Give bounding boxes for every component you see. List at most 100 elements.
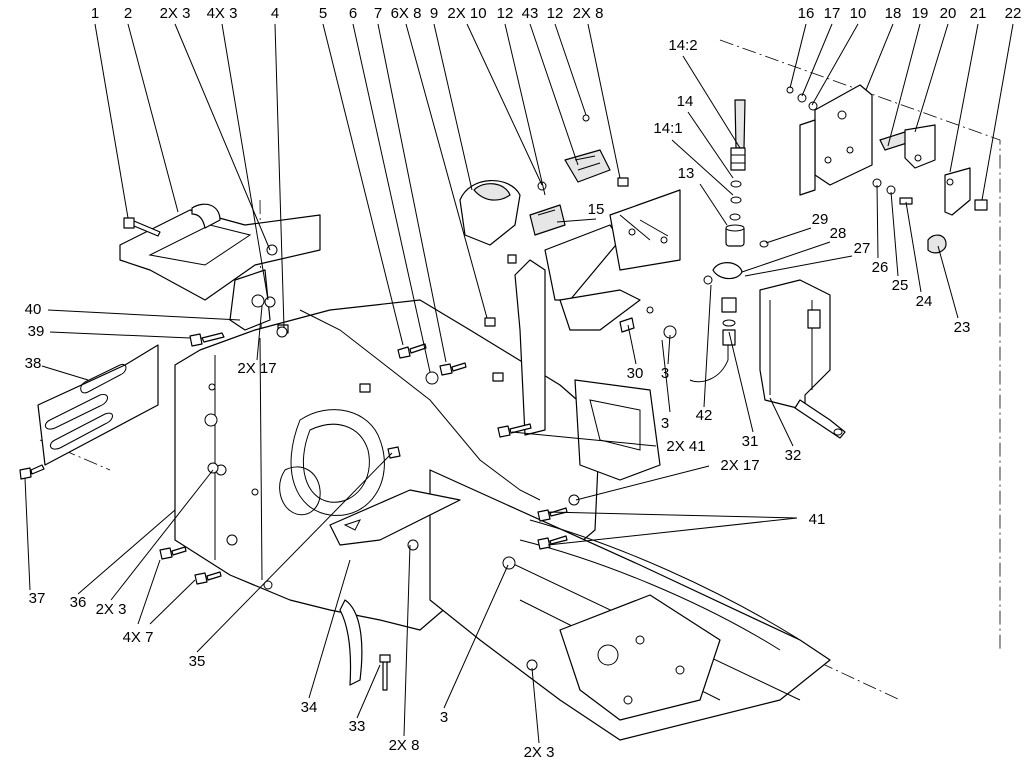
leader-line bbox=[744, 255, 853, 277]
callout-11: 2X 10 bbox=[447, 5, 486, 22]
leader-line bbox=[575, 465, 710, 501]
callout-44: 31 bbox=[742, 433, 759, 450]
callout-19: 13 bbox=[678, 165, 695, 182]
side-panel-32 bbox=[759, 279, 846, 439]
callout-47: 2X 17 bbox=[720, 457, 759, 474]
leader-line bbox=[547, 517, 798, 546]
leader-line bbox=[256, 305, 263, 361]
leader-line bbox=[769, 397, 794, 447]
leader-line bbox=[77, 509, 176, 595]
callout-6: 5 bbox=[319, 5, 327, 22]
callout-15: 2X 8 bbox=[573, 5, 604, 22]
callout-10: 9 bbox=[430, 5, 438, 22]
callout-56: 2X 8 bbox=[389, 737, 420, 754]
leader-line bbox=[682, 55, 741, 149]
callout-20: 15 bbox=[588, 201, 605, 218]
callout-18: 14:1 bbox=[653, 120, 682, 137]
callout-5: 4 bbox=[271, 5, 279, 22]
switch-15 bbox=[529, 204, 566, 236]
leader-line bbox=[110, 469, 214, 601]
callout-24: 18 bbox=[885, 5, 902, 22]
pedal-assembly bbox=[459, 180, 681, 481]
leader-line bbox=[221, 23, 269, 301]
leader-line bbox=[511, 431, 657, 447]
callout-17: 14 bbox=[677, 93, 694, 110]
callout-38: 2X 17 bbox=[237, 360, 276, 377]
callout-28: 22 bbox=[1005, 5, 1022, 22]
cover-plate bbox=[329, 489, 461, 546]
callout-37: 39 bbox=[28, 323, 45, 340]
leader-line bbox=[703, 284, 712, 408]
callout-8: 7 bbox=[374, 5, 382, 22]
leader-line bbox=[587, 23, 621, 179]
side-panel-38 bbox=[37, 344, 159, 466]
callout-29: 29 bbox=[812, 211, 829, 228]
leader-line bbox=[403, 544, 411, 737]
nuts-and-washers bbox=[207, 114, 677, 671]
callout-36: 40 bbox=[25, 301, 42, 318]
callout-52: 4X 7 bbox=[123, 629, 154, 646]
callout-54: 34 bbox=[301, 699, 318, 716]
leader-line bbox=[322, 23, 404, 346]
leader-line bbox=[554, 23, 587, 116]
hydraulic-cylinder bbox=[689, 99, 769, 383]
leader-line bbox=[741, 241, 831, 273]
leader-line bbox=[94, 23, 129, 219]
callout-21: 16 bbox=[798, 5, 815, 22]
leader-line bbox=[41, 365, 89, 381]
callout-40: 30 bbox=[627, 365, 644, 382]
callout-27: 21 bbox=[970, 5, 987, 22]
leader-line bbox=[529, 23, 579, 166]
callout-25: 19 bbox=[912, 5, 929, 22]
leader-line bbox=[905, 201, 922, 293]
callout-22: 17 bbox=[824, 5, 841, 22]
leader-line bbox=[196, 452, 393, 653]
callout-42: 3 bbox=[661, 415, 669, 432]
switch-43 bbox=[564, 149, 611, 183]
leader-line bbox=[556, 218, 597, 223]
leader-line bbox=[531, 667, 540, 744]
callout-58: 2X 3 bbox=[524, 744, 555, 761]
leader-line bbox=[356, 664, 381, 719]
callout-50: 36 bbox=[70, 594, 87, 611]
callout-45: 32 bbox=[785, 447, 802, 464]
leader-line bbox=[547, 511, 798, 519]
callout-13: 43 bbox=[522, 5, 539, 22]
callout-46: 2X 41 bbox=[666, 438, 705, 455]
leader-line bbox=[174, 23, 271, 251]
callout-32: 26 bbox=[872, 259, 889, 276]
leader-line bbox=[466, 23, 543, 186]
leader-line bbox=[811, 23, 859, 106]
callout-31: 27 bbox=[854, 240, 871, 257]
leader-line bbox=[937, 245, 959, 319]
right-mount-plate bbox=[786, 84, 988, 254]
callout-57: 3 bbox=[440, 709, 448, 726]
leader-line bbox=[876, 184, 879, 259]
callout-33: 25 bbox=[892, 277, 909, 294]
leader-line bbox=[687, 111, 734, 179]
bolts bbox=[19, 217, 635, 691]
callout-30: 28 bbox=[830, 225, 847, 242]
leader-line bbox=[47, 309, 241, 321]
leader-lines bbox=[24, 23, 1014, 744]
callout-3: 2X 3 bbox=[160, 5, 191, 22]
callout-35: 23 bbox=[954, 319, 971, 336]
leader-line bbox=[377, 23, 447, 363]
callout-43: 42 bbox=[696, 407, 713, 424]
leader-line bbox=[789, 23, 807, 89]
leader-line bbox=[667, 334, 671, 365]
leader-line bbox=[661, 339, 671, 413]
lower-frame-rails bbox=[429, 469, 831, 741]
leader-line bbox=[865, 23, 894, 91]
leader-line bbox=[699, 183, 728, 226]
callout-1: 1 bbox=[91, 5, 99, 22]
callout-14: 12 bbox=[547, 5, 564, 22]
callout-39: 38 bbox=[25, 355, 42, 372]
callout-51: 2X 3 bbox=[96, 601, 127, 618]
callout-7: 6 bbox=[349, 5, 357, 22]
leader-line bbox=[149, 579, 196, 625]
leader-line bbox=[765, 227, 812, 244]
leader-line bbox=[308, 559, 351, 699]
callout-9: 6X 8 bbox=[391, 5, 422, 22]
